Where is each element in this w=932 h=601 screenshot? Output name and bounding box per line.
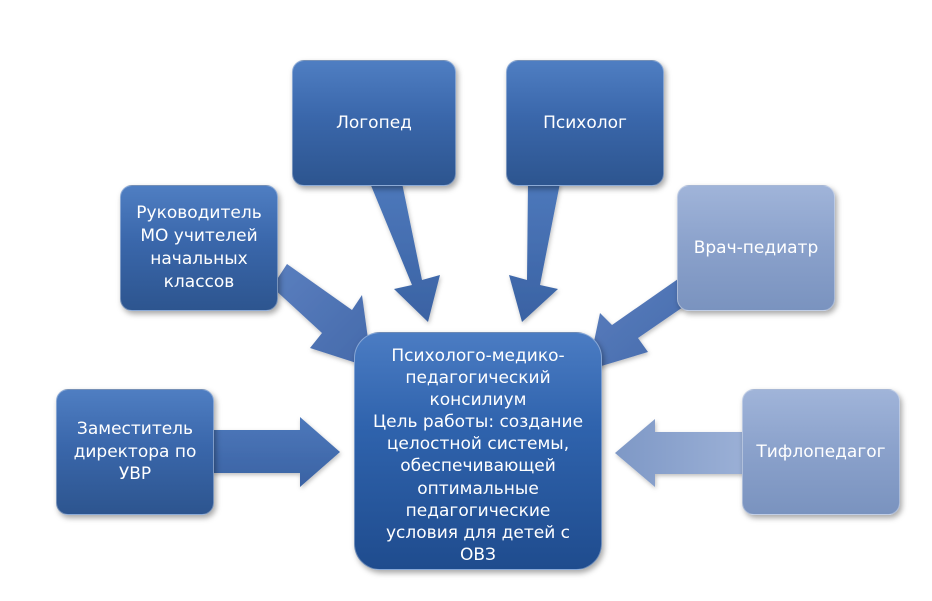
node-tiflopedagog-label: Тифлопедагог [756,441,886,462]
arrow-tiflopedagog [615,419,745,487]
node-psiholog-label: Психолог [543,112,627,133]
arrow-zamestitel [212,417,340,487]
arrow-psiholog [509,183,560,322]
node-logoped-label: Логопед [336,112,412,133]
center-node: Психолого-медико-педагогический консилиу… [354,332,602,570]
center-title: Психолого-медико-педагогический консилиу… [391,346,565,411]
node-psiholog: Психолог [506,60,664,186]
arrow-vrach [588,272,702,370]
node-rukovoditel: Руководитель МО учителей начальных класс… [120,185,278,311]
arrow-logoped [370,183,440,322]
node-vrach-label: Врач-педиатр [693,237,819,258]
node-vrach: Врач-педиатр [677,185,835,311]
node-tiflopedagog: Тифлопедагог [742,389,900,515]
center-goal: Цель работы: создание целостной системы,… [372,412,584,565]
node-logoped: Логопед [292,60,456,186]
arrow-rukovoditel [272,264,372,368]
node-rukovoditel-label: Руководитель МО учителей начальных класс… [136,203,262,292]
node-zamestitel-label: Заместитель директора по УВР [73,418,197,485]
node-zamestitel: Заместитель директора по УВР [56,389,214,515]
